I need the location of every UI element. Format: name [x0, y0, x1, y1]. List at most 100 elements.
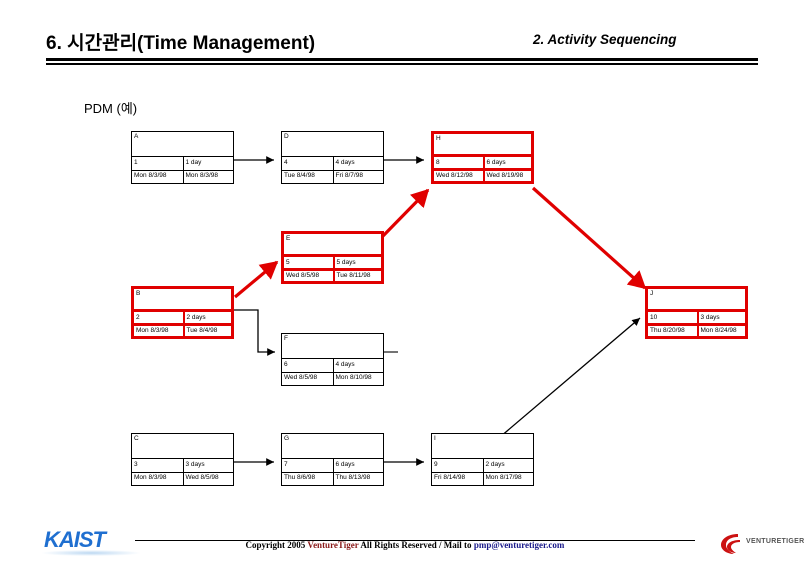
node-e-duration: 5 days [332, 257, 382, 268]
node-i-duration: 2 days [482, 459, 534, 472]
node-i-start: Fri 8/14/98 [434, 474, 466, 481]
node-f-row-id-duration: 6 4 days [281, 359, 384, 373]
node-f-row-dates: Wed 8/5/98 Mon 8/10/98 [281, 372, 384, 386]
venturetiger-wordmark: VENTURETIGER [746, 538, 805, 545]
node-h-row-dates: Wed 8/12/98 Wed 8/19/98 [431, 170, 534, 184]
node-a-start: Mon 8/3/98 [134, 172, 167, 179]
link-b-e [233, 260, 279, 299]
node-e-id: 5 [286, 259, 290, 266]
node-h-name-cell: H [431, 131, 534, 157]
node-j-row-dates: Thu 8/20/98 Mon 8/24/98 [645, 325, 748, 339]
section-label: PDM (예) [84, 101, 138, 116]
node-h-row-id-duration: 8 6 days [431, 157, 534, 171]
node-i-row-dates: Fri 8/14/98 Mon 8/17/98 [431, 472, 534, 486]
node-c-finish: Wed 8/5/98 [182, 472, 234, 485]
node-b-id: 2 [136, 314, 140, 321]
footer-copyright-mid: All Rights Reserved / Mail to [358, 540, 474, 550]
node-h-finish: Wed 8/19/98 [482, 170, 532, 181]
node-j-name-cell: J [645, 286, 748, 312]
node-h-start: Wed 8/12/98 [436, 172, 473, 179]
node-j-row-id-duration: 10 3 days [645, 312, 748, 326]
kaist-logo: KAIST [44, 527, 106, 552]
node-g-row-id-duration: 7 6 days [281, 459, 384, 473]
node-b-finish: Tue 8/4/98 [182, 325, 232, 336]
link-h-j [531, 186, 647, 290]
venturetiger-logo: VENTURETIGER [718, 529, 804, 561]
node-a-duration: 1 day [182, 157, 234, 170]
node-c-name-cell: C [131, 433, 234, 459]
node-f-finish: Mon 8/10/98 [332, 372, 384, 385]
node-f-start: Wed 8/5/98 [284, 374, 318, 381]
node-e-name-cell: E [281, 231, 384, 257]
node-c-duration: 3 days [182, 459, 234, 472]
node-b-row-dates: Mon 8/3/98 Tue 8/4/98 [131, 325, 234, 339]
node-f-name-cell: F [281, 333, 384, 359]
node-i[interactable]: I 9 2 days Fri 8/14/98 Mon 8/17/98 [431, 433, 534, 486]
node-b-name-cell: B [131, 286, 234, 312]
footer-mail-link[interactable]: pmp@venturetiger.com [473, 540, 565, 550]
node-d-start: Tue 8/4/98 [284, 172, 315, 179]
node-d-duration: 4 days [332, 157, 384, 170]
node-e-row-id-duration: 5 5 days [281, 257, 384, 271]
node-c[interactable]: C 3 3 days Mon 8/3/98 Wed 8/5/98 [131, 433, 234, 486]
link-e-h [381, 188, 430, 238]
node-a-finish: Mon 8/3/98 [182, 170, 234, 183]
header-rule-thick [46, 58, 758, 61]
node-j-id: 10 [650, 314, 658, 321]
node-a-row-id-duration: 1 1 day [131, 157, 234, 171]
node-b-start: Mon 8/3/98 [136, 327, 169, 334]
node-j-start: Thu 8/20/98 [650, 327, 685, 334]
venturetiger-mark-icon [721, 534, 740, 554]
link-i-j [499, 317, 641, 438]
node-a-name-cell: A [131, 131, 234, 157]
node-c-row-dates: Mon 8/3/98 Wed 8/5/98 [131, 472, 234, 486]
node-d[interactable]: D 4 4 days Tue 8/4/98 Fri 8/7/98 [281, 131, 384, 184]
node-f-id: 6 [284, 361, 288, 368]
page-subtitle: 2. Activity Sequencing [533, 32, 677, 47]
node-a-id: 1 [134, 159, 138, 166]
node-c-start: Mon 8/3/98 [134, 474, 167, 481]
footer-copyright: Copyright 2005 VentureTiger All Rights R… [0, 540, 810, 550]
node-i-id: 9 [434, 461, 438, 468]
node-i-row-id-duration: 9 2 days [431, 459, 534, 473]
node-h[interactable]: H 8 6 days Wed 8/12/98 Wed 8/19/98 [431, 131, 534, 184]
node-d-row-dates: Tue 8/4/98 Fri 8/7/98 [281, 170, 384, 184]
node-g-duration: 6 days [332, 459, 384, 472]
node-j[interactable]: J 10 3 days Thu 8/20/98 Mon 8/24/98 [645, 286, 748, 339]
node-a-row-dates: Mon 8/3/98 Mon 8/3/98 [131, 170, 234, 184]
node-f-duration: 4 days [332, 359, 384, 372]
page-title: 6. 시간관리(Time Management) [46, 33, 316, 54]
node-i-finish: Mon 8/17/98 [482, 472, 534, 485]
node-d-finish: Fri 8/7/98 [332, 170, 384, 183]
node-h-duration: 6 days [482, 157, 532, 168]
node-b-duration: 2 days [182, 312, 232, 323]
node-h-id: 8 [436, 159, 440, 166]
node-b-row-id-duration: 2 2 days [131, 312, 234, 326]
node-g[interactable]: G 7 6 days Thu 8/6/98 Thu 8/13/98 [281, 433, 384, 486]
node-e-finish: Tue 8/11/98 [332, 270, 382, 281]
node-g-row-dates: Thu 8/6/98 Thu 8/13/98 [281, 472, 384, 486]
header-rule-thin [46, 63, 758, 65]
node-c-row-id-duration: 3 3 days [131, 459, 234, 473]
node-g-id: 7 [284, 461, 288, 468]
node-e[interactable]: E 5 5 days Wed 8/5/98 Tue 8/11/98 [281, 231, 384, 284]
node-i-name-cell: I [431, 433, 534, 459]
footer-copyright-pre: Copyright 2005 [245, 540, 308, 550]
node-j-duration: 3 days [696, 312, 746, 323]
link-b-f [233, 309, 275, 356]
node-f[interactable]: F 6 4 days Wed 8/5/98 Mon 8/10/98 [281, 333, 384, 386]
kaist-logo-shadow [42, 550, 140, 556]
node-b[interactable]: B 2 2 days Mon 8/3/98 Tue 8/4/98 [131, 286, 234, 339]
node-d-row-id-duration: 4 4 days [281, 157, 384, 171]
footer-brand: VentureTiger [307, 540, 359, 550]
node-g-start: Thu 8/6/98 [284, 474, 316, 481]
node-j-finish: Mon 8/24/98 [696, 325, 746, 336]
node-c-id: 3 [134, 461, 138, 468]
node-a[interactable]: A 1 1 day Mon 8/3/98 Mon 8/3/98 [131, 131, 234, 184]
node-d-name-cell: D [281, 131, 384, 157]
node-g-name-cell: G [281, 433, 384, 459]
footer-rule [135, 540, 695, 541]
node-e-row-dates: Wed 8/5/98 Tue 8/11/98 [281, 270, 384, 284]
